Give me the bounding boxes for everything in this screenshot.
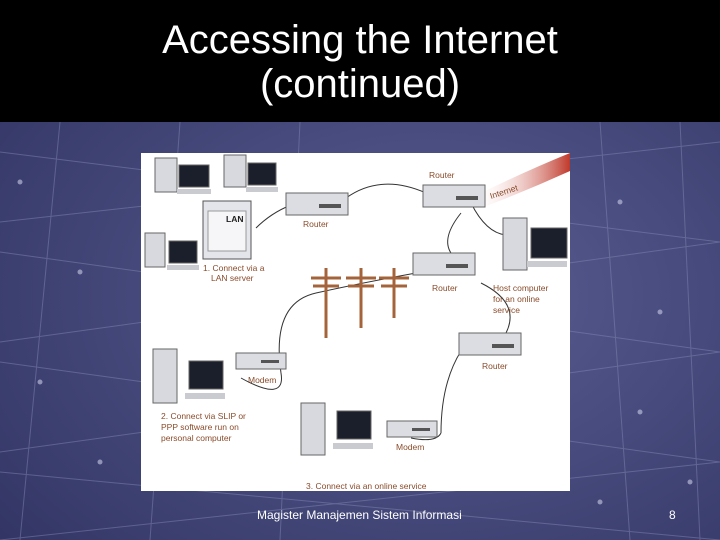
- caption-host-line-3: service: [493, 305, 520, 315]
- router-bottom-label: Router: [482, 361, 508, 371]
- caption-slip-line-3: personal computer: [161, 433, 232, 443]
- lan-workstation-2: [223, 154, 278, 192]
- caption-slip-line-1: 2. Connect via SLIP or: [161, 411, 246, 421]
- modem-bottom-label: Modem: [396, 442, 424, 452]
- caption-host-line-1: Host computer: [493, 283, 548, 293]
- diagram-canvas: Internet: [144, 153, 570, 491]
- router-middle-label: Router: [432, 283, 458, 293]
- slip-ppp-computer: [152, 348, 225, 404]
- router-top-label: Router: [429, 170, 455, 180]
- title-bar: [0, 0, 720, 122]
- modem-left: [235, 352, 287, 370]
- title-line-2: (continued): [259, 62, 461, 106]
- lan-label: LAN: [226, 214, 243, 224]
- caption-online-service: 3. Connect via an online service: [306, 481, 427, 491]
- title-line-1: Accessing the Internet: [162, 18, 558, 62]
- slide-title: Accessing the Internet (continued): [0, 18, 720, 106]
- slide-footer: Magister Manajemen Sistem Informasi: [257, 508, 462, 522]
- connection-lines: [240, 183, 511, 441]
- caption-lan-server-line-2: LAN server: [211, 273, 254, 283]
- lan-workstation-1: [154, 157, 211, 194]
- lan-workstation-3: [144, 232, 199, 270]
- telephone-poles: [311, 268, 409, 338]
- caption-lan-server-line-1: 1. Connect via a: [203, 263, 265, 273]
- caption-host-line-2: for an online: [493, 294, 540, 304]
- caption-slip-line-2: PPP software run on: [161, 422, 239, 432]
- router-top: [422, 184, 486, 208]
- host-computer: [502, 217, 568, 271]
- modem-left-label: Modem: [248, 375, 276, 385]
- online-service-computer: [300, 402, 373, 456]
- modem-bottom: [386, 420, 438, 438]
- router-left-label: Router: [303, 219, 329, 229]
- page-number: 8: [669, 508, 676, 522]
- lan-server: LAN: [202, 200, 252, 260]
- router-left: [285, 192, 349, 216]
- internet-arc: [471, 153, 570, 208]
- router-bottom: [458, 332, 522, 356]
- internet-access-diagram: Internet: [141, 153, 570, 491]
- router-middle: [412, 252, 476, 276]
